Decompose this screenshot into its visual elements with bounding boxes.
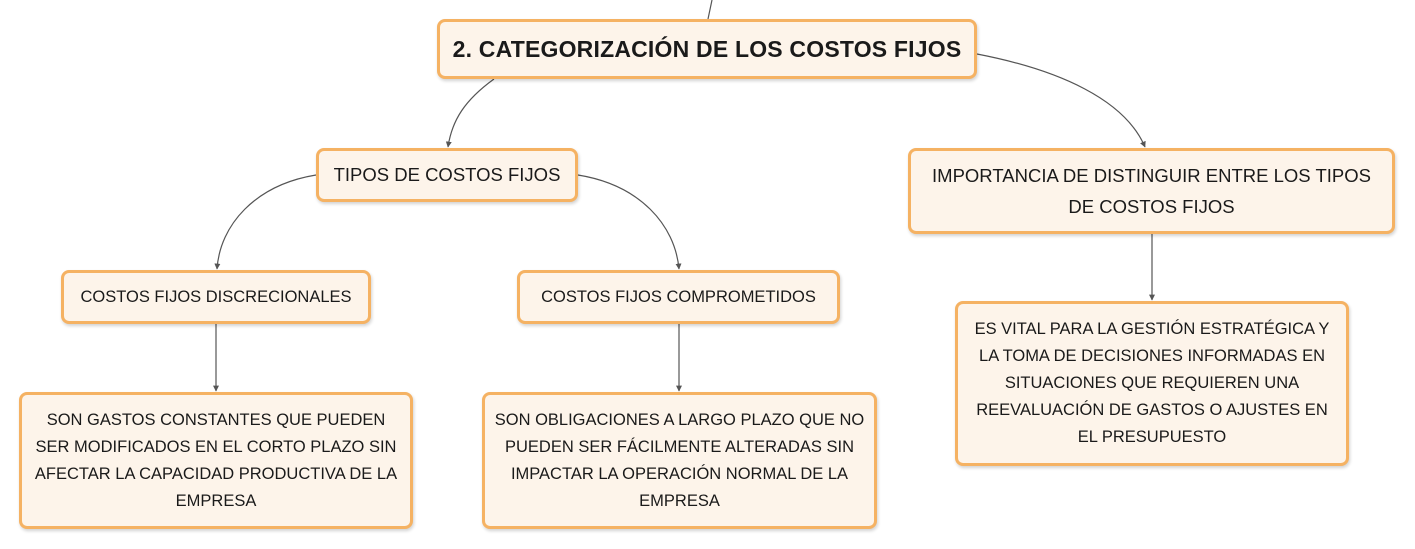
root-node[interactable]: 2. CATEGORIZACIÓN DE LOS COSTOS FIJOS xyxy=(437,19,977,79)
connector-tipos-to-discrecionales xyxy=(214,174,317,270)
discrecionales-node-label: COSTOS FIJOS DISCRECIONALES xyxy=(80,287,352,306)
importancia-node-label: IMPORTANCIA DE DISTINGUIR ENTRE LOS TIPO… xyxy=(932,165,1371,217)
importancia-node[interactable]: IMPORTANCIA DE DISTINGUIR ENTRE LOS TIPO… xyxy=(908,148,1395,234)
comprometidos-node[interactable]: COSTOS FIJOS COMPROMETIDOS xyxy=(517,270,840,324)
discrecionales-description-text: SON GASTOS CONSTANTES QUE PUEDEN SER MOD… xyxy=(34,410,398,510)
comprometidos-description-node[interactable]: SON OBLIGACIONES A LARGO PLAZO QUE NO PU… xyxy=(482,392,877,529)
root-node-label: 2. CATEGORIZACIÓN DE LOS COSTOS FIJOS xyxy=(452,35,962,62)
comprometidos-node-label: COSTOS FIJOS COMPROMETIDOS xyxy=(541,287,816,306)
connector-parent-to-root xyxy=(707,0,713,20)
tipos-node[interactable]: TIPOS DE COSTOS FIJOS xyxy=(316,148,578,202)
discrecionales-description-node[interactable]: SON GASTOS CONSTANTES QUE PUEDEN SER MOD… xyxy=(19,392,413,529)
comprometidos-description-text: SON OBLIGACIONES A LARGO PLAZO QUE NO PU… xyxy=(494,410,865,510)
connector-root-to-tipos xyxy=(445,78,495,148)
tipos-node-label: TIPOS DE COSTOS FIJOS xyxy=(333,164,561,185)
importancia-description-text: ES VITAL PARA LA GESTIÓN ESTRATÉGICA Y L… xyxy=(974,320,1330,446)
discrecionales-node[interactable]: COSTOS FIJOS DISCRECIONALES xyxy=(61,270,371,324)
importancia-description-node[interactable]: ES VITAL PARA LA GESTIÓN ESTRATÉGICA Y L… xyxy=(955,301,1349,466)
connector-root-to-importancia xyxy=(976,53,1146,148)
connector-tipos-to-comprometidos xyxy=(577,174,682,270)
